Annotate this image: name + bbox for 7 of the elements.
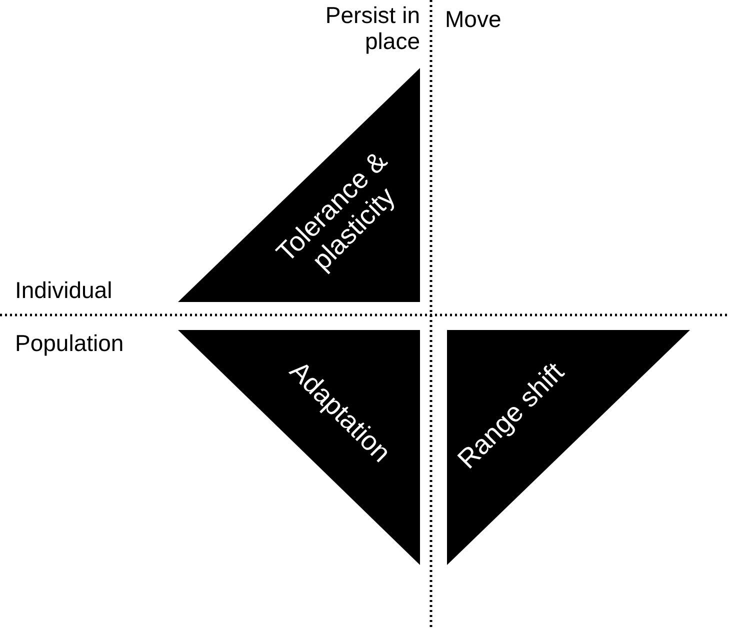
strategy-triangle xyxy=(178,68,420,302)
axis-label: Individual xyxy=(15,277,112,303)
axis-label: Persist in place xyxy=(324,2,420,54)
strategy-triangle xyxy=(178,330,420,565)
strategy-triangle xyxy=(447,330,690,565)
axis-label: Move xyxy=(445,6,502,32)
axis-label: Population xyxy=(15,330,124,356)
